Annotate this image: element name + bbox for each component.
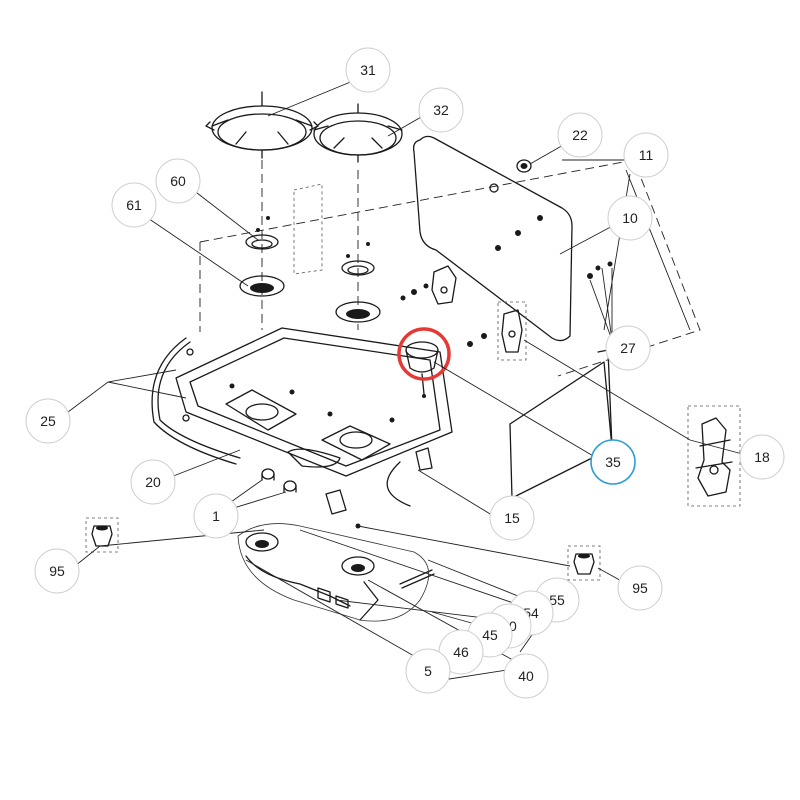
- lid-hinge-right[interactable]: [467, 261, 613, 361]
- svg-text:15: 15: [504, 510, 520, 526]
- callout-40[interactable]: 40: [503, 653, 549, 699]
- svg-text:61: 61: [126, 197, 142, 213]
- callout-1[interactable]: 1: [193, 493, 239, 539]
- callout-32[interactable]: 32: [418, 87, 464, 133]
- valve-clips[interactable]: [325, 447, 433, 529]
- assembly-guides: [199, 159, 701, 377]
- svg-text:60: 60: [170, 173, 186, 189]
- callout-18[interactable]: 18: [739, 434, 785, 480]
- svg-text:10: 10: [622, 210, 638, 226]
- lid-hinge-left[interactable]: [400, 265, 457, 305]
- svg-text:5: 5: [424, 663, 432, 679]
- thermocouple-plug-right[interactable]: [567, 545, 601, 581]
- knob-sleeves[interactable]: [261, 468, 297, 493]
- callout-61[interactable]: 61: [111, 182, 157, 228]
- callout-15[interactable]: 15: [489, 495, 535, 541]
- callout-60[interactable]: 60: [155, 158, 201, 204]
- svg-text:22: 22: [572, 127, 588, 143]
- svg-text:11: 11: [639, 147, 654, 163]
- callout-27[interactable]: 27: [605, 325, 651, 371]
- svg-text:55: 55: [549, 592, 565, 608]
- gas-valve-assembly[interactable]: [237, 523, 435, 622]
- glass-lid[interactable]: [412, 135, 573, 342]
- callouts: 31 32 22 11 60 61 10 27 25 35 18 20 1 15…: [25, 47, 785, 699]
- hinge-detail[interactable]: [687, 405, 741, 507]
- svg-text:1: 1: [212, 508, 220, 524]
- svg-text:18: 18: [754, 449, 770, 465]
- callout-95-left[interactable]: 95: [34, 548, 80, 594]
- callout-10[interactable]: 10: [607, 195, 653, 241]
- callout-95-right[interactable]: 95: [617, 565, 663, 611]
- callout-5[interactable]: 5: [405, 648, 451, 694]
- svg-text:95: 95: [49, 563, 65, 579]
- callout-31[interactable]: 31: [345, 47, 391, 93]
- svg-text:20: 20: [145, 474, 161, 490]
- hob-tray[interactable]: [175, 327, 453, 477]
- svg-text:31: 31: [360, 62, 376, 78]
- burner-cap-right[interactable]: [335, 242, 381, 323]
- svg-text:35: 35: [605, 454, 621, 470]
- lid-bumper[interactable]: [516, 159, 532, 173]
- svg-text:40: 40: [518, 668, 534, 684]
- svg-text:32: 32: [433, 102, 449, 118]
- callout-22[interactable]: 22: [557, 112, 603, 158]
- pan-support-right[interactable]: [313, 103, 403, 163]
- svg-text:25: 25: [40, 413, 56, 429]
- burner-cap-left[interactable]: [239, 216, 285, 297]
- svg-text:27: 27: [620, 340, 636, 356]
- callout-25[interactable]: 25: [25, 398, 71, 444]
- callout-20[interactable]: 20: [130, 459, 176, 505]
- knob-highlight-ring: [397, 327, 451, 381]
- callout-35[interactable]: 35: [590, 439, 636, 485]
- svg-text:45: 45: [482, 627, 498, 643]
- callout-11[interactable]: 11: [623, 132, 669, 178]
- svg-text:95: 95: [632, 580, 648, 596]
- svg-text:46: 46: [453, 644, 469, 660]
- thermocouple-plug-left[interactable]: [85, 517, 119, 553]
- callout-46[interactable]: 46: [438, 629, 484, 675]
- seal-gasket[interactable]: [151, 337, 411, 507]
